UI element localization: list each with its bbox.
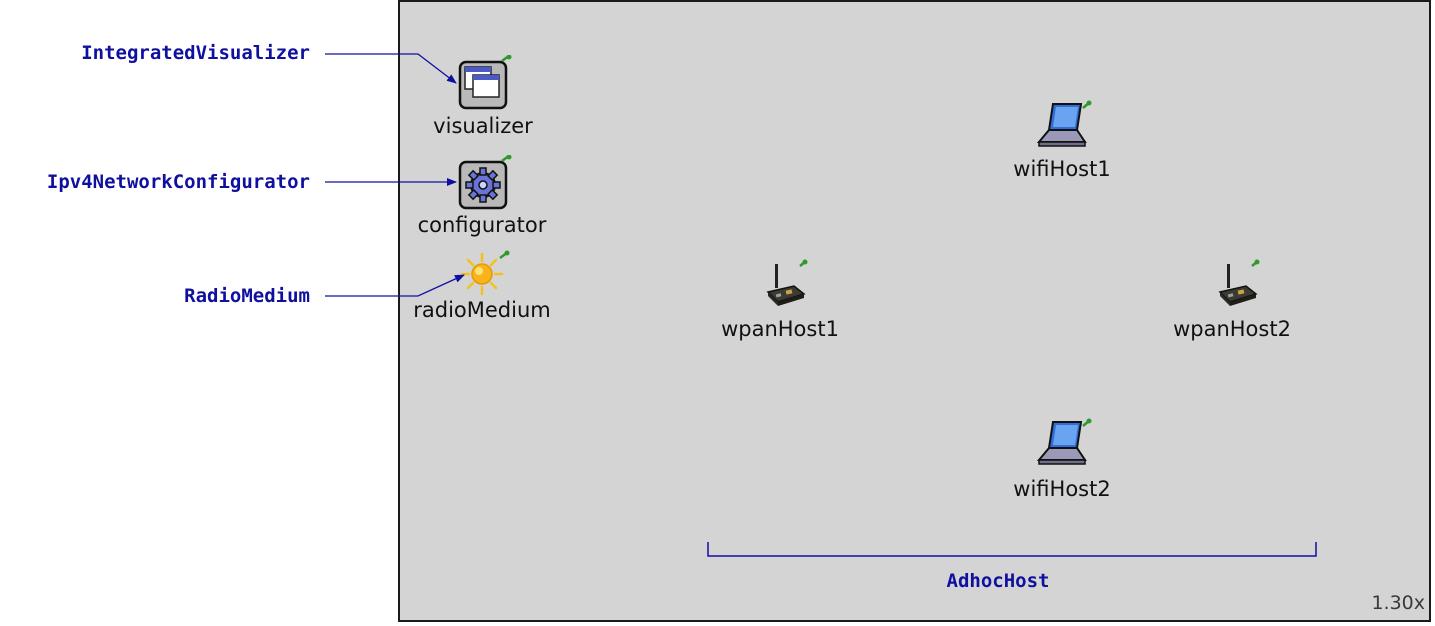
laptop-icon [1036, 418, 1092, 465]
window-icon [458, 55, 512, 110]
arrow-to-visualizer [325, 53, 457, 84]
wpan-host-2-label: wpanHost2 [1173, 317, 1291, 341]
wpan-host-1-label: wpanHost1 [721, 317, 839, 341]
wifi-host-2-label: wifiHost2 [1013, 477, 1111, 501]
visualizer-label: visualizer [433, 114, 533, 138]
annotation-integrated-visualizer: IntegratedVisualizer [81, 42, 310, 64]
zoom-indicator: 1.30x [1371, 592, 1425, 614]
sensor-mote-icon [766, 259, 808, 306]
gear-icon [458, 155, 512, 210]
network-canvas[interactable]: visualizer config [398, 0, 1431, 622]
configurator-label: configurator [417, 213, 547, 237]
annotation-ipv4-network-configurator: Ipv4NetworkConfigurator [46, 171, 310, 193]
arrow-to-radio-medium [325, 274, 465, 297]
adhoc-host-group-label: AdhocHost [946, 570, 1050, 592]
sun-icon [460, 250, 510, 296]
annotation-radio-medium: RadioMedium [184, 285, 310, 307]
laptop-icon [1036, 100, 1092, 147]
group-bracket [707, 542, 1317, 557]
sensor-mote-icon [1218, 259, 1260, 306]
radio-medium-label: radioMedium [413, 298, 551, 322]
wifi-host-1-label: wifiHost1 [1013, 157, 1111, 181]
